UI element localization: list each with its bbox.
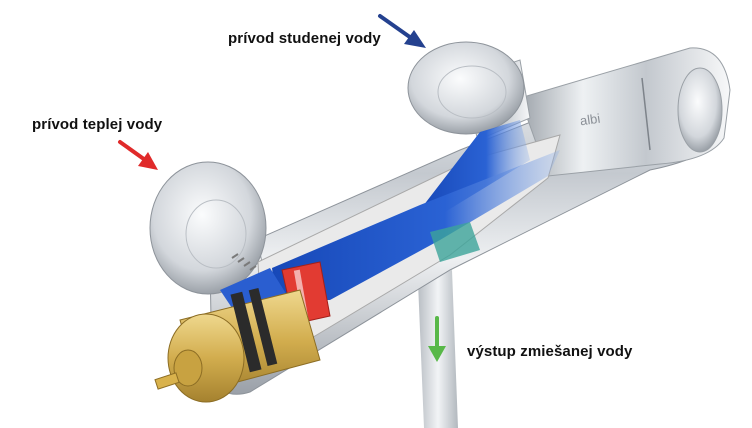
brand-mark: albi <box>579 111 601 129</box>
cold-water-inlet-label: prívod studenej vody <box>228 30 381 47</box>
mixed-water-outlet-label: výstup zmiešanej vody <box>467 343 633 360</box>
hot-inlet-arrow-icon <box>120 142 158 170</box>
hot-water-inlet-label: prívod teplej vody <box>32 116 162 133</box>
handle-end-cap <box>678 68 722 152</box>
hot-inlet-fitting <box>150 162 266 294</box>
cold-inlet-arrow-icon <box>380 16 426 48</box>
